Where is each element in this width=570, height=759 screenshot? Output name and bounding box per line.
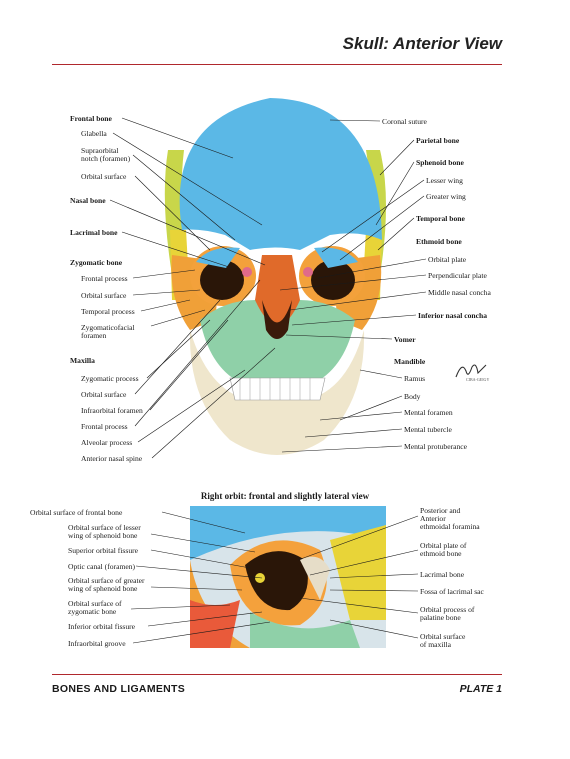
page-title: Skull: Anterior View — [342, 34, 502, 53]
label-ethmoid-bone: Ethmoid bone — [416, 237, 462, 246]
orbit-label-frontal: Orbital surface of frontal bone — [30, 508, 123, 517]
label-parietal-bone: Parietal bone — [416, 136, 460, 145]
label-orbital-surface-frontal: Orbital surface — [81, 172, 127, 181]
label-body: Body — [404, 392, 421, 401]
label-lacrimal-bone: Lacrimal bone — [70, 228, 118, 237]
orbit-label-lesser-2: wing of sphenoid bone — [68, 531, 138, 540]
footer-plate: PLATE 1 — [459, 683, 502, 695]
orbit-label-greater-1: Orbital surface of greater — [68, 576, 145, 585]
orbit-label-optic-canal: Optic canal (foramen) — [68, 562, 136, 571]
orbit-label-maxilla-2: of maxilla — [420, 640, 451, 649]
label-zygomatic-bone: Zygomatic bone — [70, 258, 123, 267]
label-lesser-wing: Lesser wing — [426, 176, 463, 185]
label-coronal-suture: Coronal suture — [382, 117, 427, 126]
orbit-label-ethmoidal-3: ethmoidal foramina — [420, 522, 480, 531]
label-supraorbital: Supraorbital — [81, 146, 119, 155]
label-orbital-surface-zyg: Orbital surface — [81, 291, 127, 300]
orbit-label-fossa-lacrimal: Fossa of lacrimal sac — [420, 587, 484, 596]
orbit-label-palatine-1: Orbital process of — [420, 605, 475, 614]
label-vomer: Vomer — [394, 335, 416, 344]
label-alveolar-process: Alveolar process — [81, 438, 133, 447]
label-glabella: Glabella — [81, 129, 107, 138]
label-nasal-bone: Nasal bone — [70, 196, 106, 205]
orbit-label-lacrimal-bone: Lacrimal bone — [420, 570, 465, 579]
main-right-leaders — [279, 119, 427, 453]
footer-section: BONES AND LIGAMENTS — [52, 683, 186, 695]
label-ramus: Ramus — [404, 374, 426, 383]
orbit-label-orbital-plate-1: Orbital plate of — [420, 541, 467, 550]
label-anterior-nasal-spine: Anterior nasal spine — [81, 454, 143, 463]
artist-signature: CIBA-GEIGY — [455, 364, 489, 382]
orbit-label-infraorbital-groove: Infraorbital groove — [68, 639, 126, 648]
label-zygomatic-process: Zygomatic process — [81, 374, 139, 383]
label-maxilla: Maxilla — [70, 356, 95, 365]
label-zygomaticofacial: Zygomaticofacial — [81, 323, 135, 332]
orbit-label-ethmoidal-2: Anterior — [420, 514, 446, 523]
main-left-leaders — [109, 117, 276, 459]
label-temporal-bone: Temporal bone — [416, 214, 465, 223]
label-mental-protuberance: Mental protuberance — [404, 442, 468, 451]
label-mental-tubercle: Mental tubercle — [404, 425, 452, 434]
orbit-label-palatine-2: palatine bone — [420, 613, 461, 622]
orbit-label-inferior-fissure: Inferior orbital fissure — [68, 622, 136, 631]
label-inferior-nasal-concha: Inferior nasal concha — [418, 311, 488, 320]
label-greater-wing: Greater wing — [426, 192, 466, 201]
orbit-subtitle: Right orbit: frontal and slightly latera… — [200, 491, 370, 501]
label-frontal-bone: Frontal bone — [70, 114, 112, 123]
label-orbital-plate: Orbital plate — [428, 255, 467, 264]
orbit-label-lesser-1: Orbital surface of lesser — [68, 523, 141, 532]
orbit-leaders — [130, 511, 419, 644]
label-frontal-process-zyg: Frontal process — [81, 274, 128, 283]
orbit-label-orbital-plate-2: ethmoid bone — [420, 549, 462, 558]
header-rule — [52, 64, 502, 65]
orbit-label-ethmoidal-1: Posterior and — [420, 506, 461, 515]
footer-rule — [52, 674, 502, 675]
label-mandible: Mandible — [394, 357, 426, 366]
label-infraorbital-foramen: Infraorbital foramen — [81, 406, 143, 415]
label-middle-nasal-concha: Middle nasal concha — [428, 288, 491, 297]
skull-anterior-drawing — [164, 98, 386, 455]
label-zygomaticofacial-foramen: foramen — [81, 331, 107, 340]
label-sphenoid-bone: Sphenoid bone — [416, 158, 464, 167]
svg-text:CIBA-GEIGY: CIBA-GEIGY — [466, 377, 489, 382]
label-perpendicular-plate: Perpendicular plate — [428, 271, 487, 280]
orbit-label-greater-2: wing of sphenoid bone — [68, 584, 138, 593]
label-supraorbital-notch: notch (foramen) — [81, 154, 131, 163]
label-frontal-process-max: Frontal process — [81, 422, 128, 431]
orbit-detail-drawing — [190, 506, 386, 648]
label-orbital-surface-max: Orbital surface — [81, 390, 127, 399]
label-temporal-process: Temporal process — [81, 307, 135, 316]
orbit-label-superior-fissure: Superior orbital fissure — [68, 546, 139, 555]
label-mental-foramen: Mental foramen — [404, 408, 453, 417]
orbit-label-maxilla-1: Orbital surface — [420, 632, 466, 641]
orbit-label-zygomatic-1: Orbital surface of — [68, 599, 122, 608]
orbit-label-zygomatic-2: zygomatic bone — [68, 607, 117, 616]
